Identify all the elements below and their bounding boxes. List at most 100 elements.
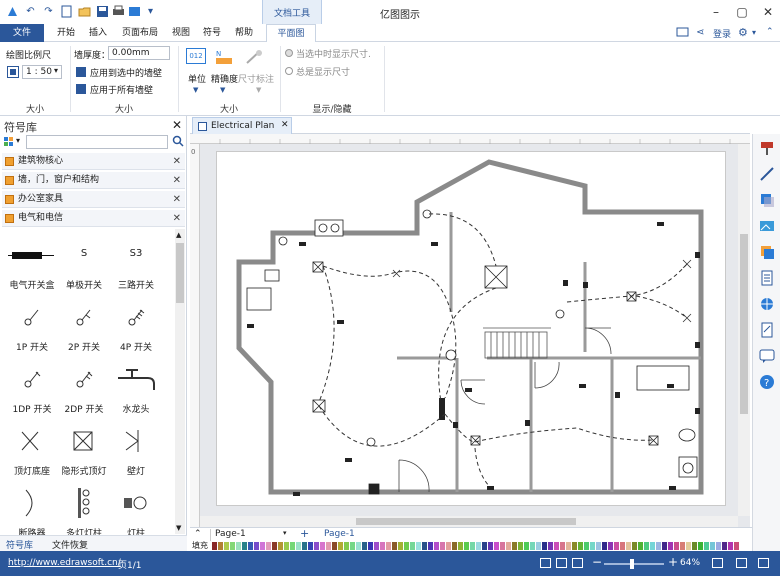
view-normal-icon[interactable] <box>540 558 551 568</box>
category-close-icon[interactable]: ✕ <box>172 194 181 205</box>
color-swatch[interactable] <box>386 542 391 550</box>
color-swatch[interactable] <box>422 542 427 550</box>
color-swatch[interactable] <box>320 542 325 550</box>
category-close-icon[interactable]: ✕ <box>172 213 181 224</box>
view-fullscreen-icon[interactable] <box>572 558 583 568</box>
color-swatch[interactable] <box>470 542 475 550</box>
minimize-icon[interactable]: – <box>713 5 719 19</box>
radio-show-selected[interactable] <box>285 49 293 57</box>
shadow-icon[interactable] <box>759 192 775 208</box>
category-office-furniture[interactable]: 办公室家具✕ <box>2 191 185 208</box>
color-swatch[interactable] <box>308 542 313 550</box>
canvas-vertical-scrollbar[interactable] <box>738 144 750 516</box>
settings-gear-icon[interactable]: ⚙ <box>738 26 748 39</box>
scrollbar-thumb[interactable] <box>176 243 184 303</box>
color-swatch[interactable] <box>560 542 565 550</box>
tab-file[interactable]: 文件 <box>0 24 44 42</box>
quick-access-dropdown-icon[interactable]: ▾ <box>147 6 154 17</box>
unit-button[interactable]: 单位 <box>188 75 207 85</box>
fullscreen-icon[interactable] <box>758 558 769 568</box>
color-swatch[interactable] <box>620 542 625 550</box>
tab-home[interactable]: 开始 <box>56 28 75 38</box>
color-swatch[interactable] <box>644 542 649 550</box>
category-close-icon[interactable]: ✕ <box>172 175 181 186</box>
color-swatch[interactable] <box>662 542 667 550</box>
comment-icon[interactable] <box>759 348 775 364</box>
color-swatch[interactable] <box>416 542 421 550</box>
symbol-4p-switch[interactable]: 4P 开关 <box>108 302 164 366</box>
library-search-input[interactable] <box>26 135 168 149</box>
color-swatch[interactable] <box>332 542 337 550</box>
color-swatch[interactable] <box>716 542 721 550</box>
color-swatch[interactable] <box>458 542 463 550</box>
color-swatch[interactable] <box>734 542 739 550</box>
view-fit-icon[interactable] <box>556 558 567 568</box>
help-icon[interactable]: ? <box>759 374 775 390</box>
ribbon-collapse-icon[interactable]: ⌃ <box>766 27 774 37</box>
screen-icon[interactable] <box>676 27 689 39</box>
color-swatch[interactable] <box>506 542 511 550</box>
open-icon[interactable] <box>78 5 91 18</box>
page-tab-current[interactable]: Page-1 <box>324 529 355 539</box>
color-swatch[interactable] <box>698 542 703 550</box>
color-swatch[interactable] <box>572 542 577 550</box>
apply-to-all-walls[interactable]: 应用于所有墙壁 <box>90 86 154 96</box>
unit-icon[interactable]: 012 <box>186 48 206 64</box>
scale-select[interactable]: 1 : 50 <box>22 65 62 79</box>
symbol-1p-switch[interactable]: 1P 开关 <box>4 302 60 366</box>
apply-to-selected-walls[interactable]: 应用到选中的墙壁 <box>90 69 163 79</box>
symbol-2p-switch[interactable]: 2P 开关 <box>56 302 112 366</box>
color-swatch[interactable] <box>410 542 415 550</box>
color-swatch[interactable] <box>614 542 619 550</box>
tab-page-layout[interactable]: 页面布局 <box>121 28 158 38</box>
color-swatch[interactable] <box>722 542 727 550</box>
symbol-single-pole-switch[interactable]: S 单极开关 <box>56 240 112 304</box>
symbol-2dp-switch[interactable]: 2DP 开关 <box>56 364 112 428</box>
color-swatch[interactable] <box>236 542 241 550</box>
color-swatch[interactable] <box>212 542 217 550</box>
doc-tab-electrical-plan[interactable]: Electrical Plan ✕ <box>192 117 292 134</box>
color-swatch[interactable] <box>296 542 301 550</box>
precision-button[interactable]: 精确度 <box>211 75 239 85</box>
note-icon[interactable] <box>759 322 775 338</box>
wall-thickness-input[interactable]: 0.00mm <box>108 46 170 60</box>
color-swatch[interactable] <box>446 542 451 550</box>
tab-view[interactable]: 视图 <box>171 28 190 38</box>
search-icon[interactable] <box>172 135 184 147</box>
color-swatch[interactable] <box>500 542 505 550</box>
symbol-electrical-switch-box[interactable]: 电气开关盒 <box>4 240 60 304</box>
scrollbar-thumb[interactable] <box>356 518 576 525</box>
close-icon[interactable]: ✕ <box>762 5 774 19</box>
page-dropdown-icon[interactable]: ▾ <box>283 529 287 537</box>
tab-symbols[interactable]: 符号 <box>202 28 221 38</box>
library-scrollbar[interactable]: ▲ ▼ <box>175 229 185 534</box>
scrollbar-thumb[interactable] <box>740 234 748 414</box>
dimension-icon[interactable] <box>244 48 264 66</box>
save-icon[interactable] <box>96 5 109 18</box>
color-swatch[interactable] <box>242 542 247 550</box>
page-bar-collapse-icon[interactable]: ⌃ <box>194 529 202 539</box>
color-swatch[interactable] <box>596 542 601 550</box>
add-page-button[interactable]: + <box>300 527 310 540</box>
zoom-slider-thumb[interactable] <box>630 559 634 569</box>
color-swatch[interactable] <box>356 542 361 550</box>
page-properties-icon[interactable] <box>759 270 775 286</box>
color-swatch[interactable] <box>302 542 307 550</box>
color-swatch[interactable] <box>404 542 409 550</box>
precision-icon[interactable]: N <box>214 48 234 66</box>
scroll-up-icon[interactable]: ▲ <box>176 231 182 239</box>
color-swatch[interactable] <box>398 542 403 550</box>
color-swatch[interactable] <box>476 542 481 550</box>
library-grid-icon[interactable] <box>4 137 14 147</box>
scale-dropdown-icon[interactable]: ▾ <box>54 66 59 75</box>
line-style-icon[interactable] <box>759 166 775 182</box>
color-swatch[interactable] <box>278 542 283 550</box>
fit-width-icon[interactable] <box>736 558 747 568</box>
symbol-circuit-breaker[interactable]: 断路器 <box>4 486 60 550</box>
color-swatch[interactable] <box>224 542 229 550</box>
symbol-wall-lamp[interactable]: 壁灯 <box>108 426 164 490</box>
color-swatch[interactable] <box>428 542 433 550</box>
precision-dropdown-icon[interactable]: ▼ <box>220 86 226 94</box>
color-swatch[interactable] <box>566 542 571 550</box>
color-swatch[interactable] <box>548 542 553 550</box>
